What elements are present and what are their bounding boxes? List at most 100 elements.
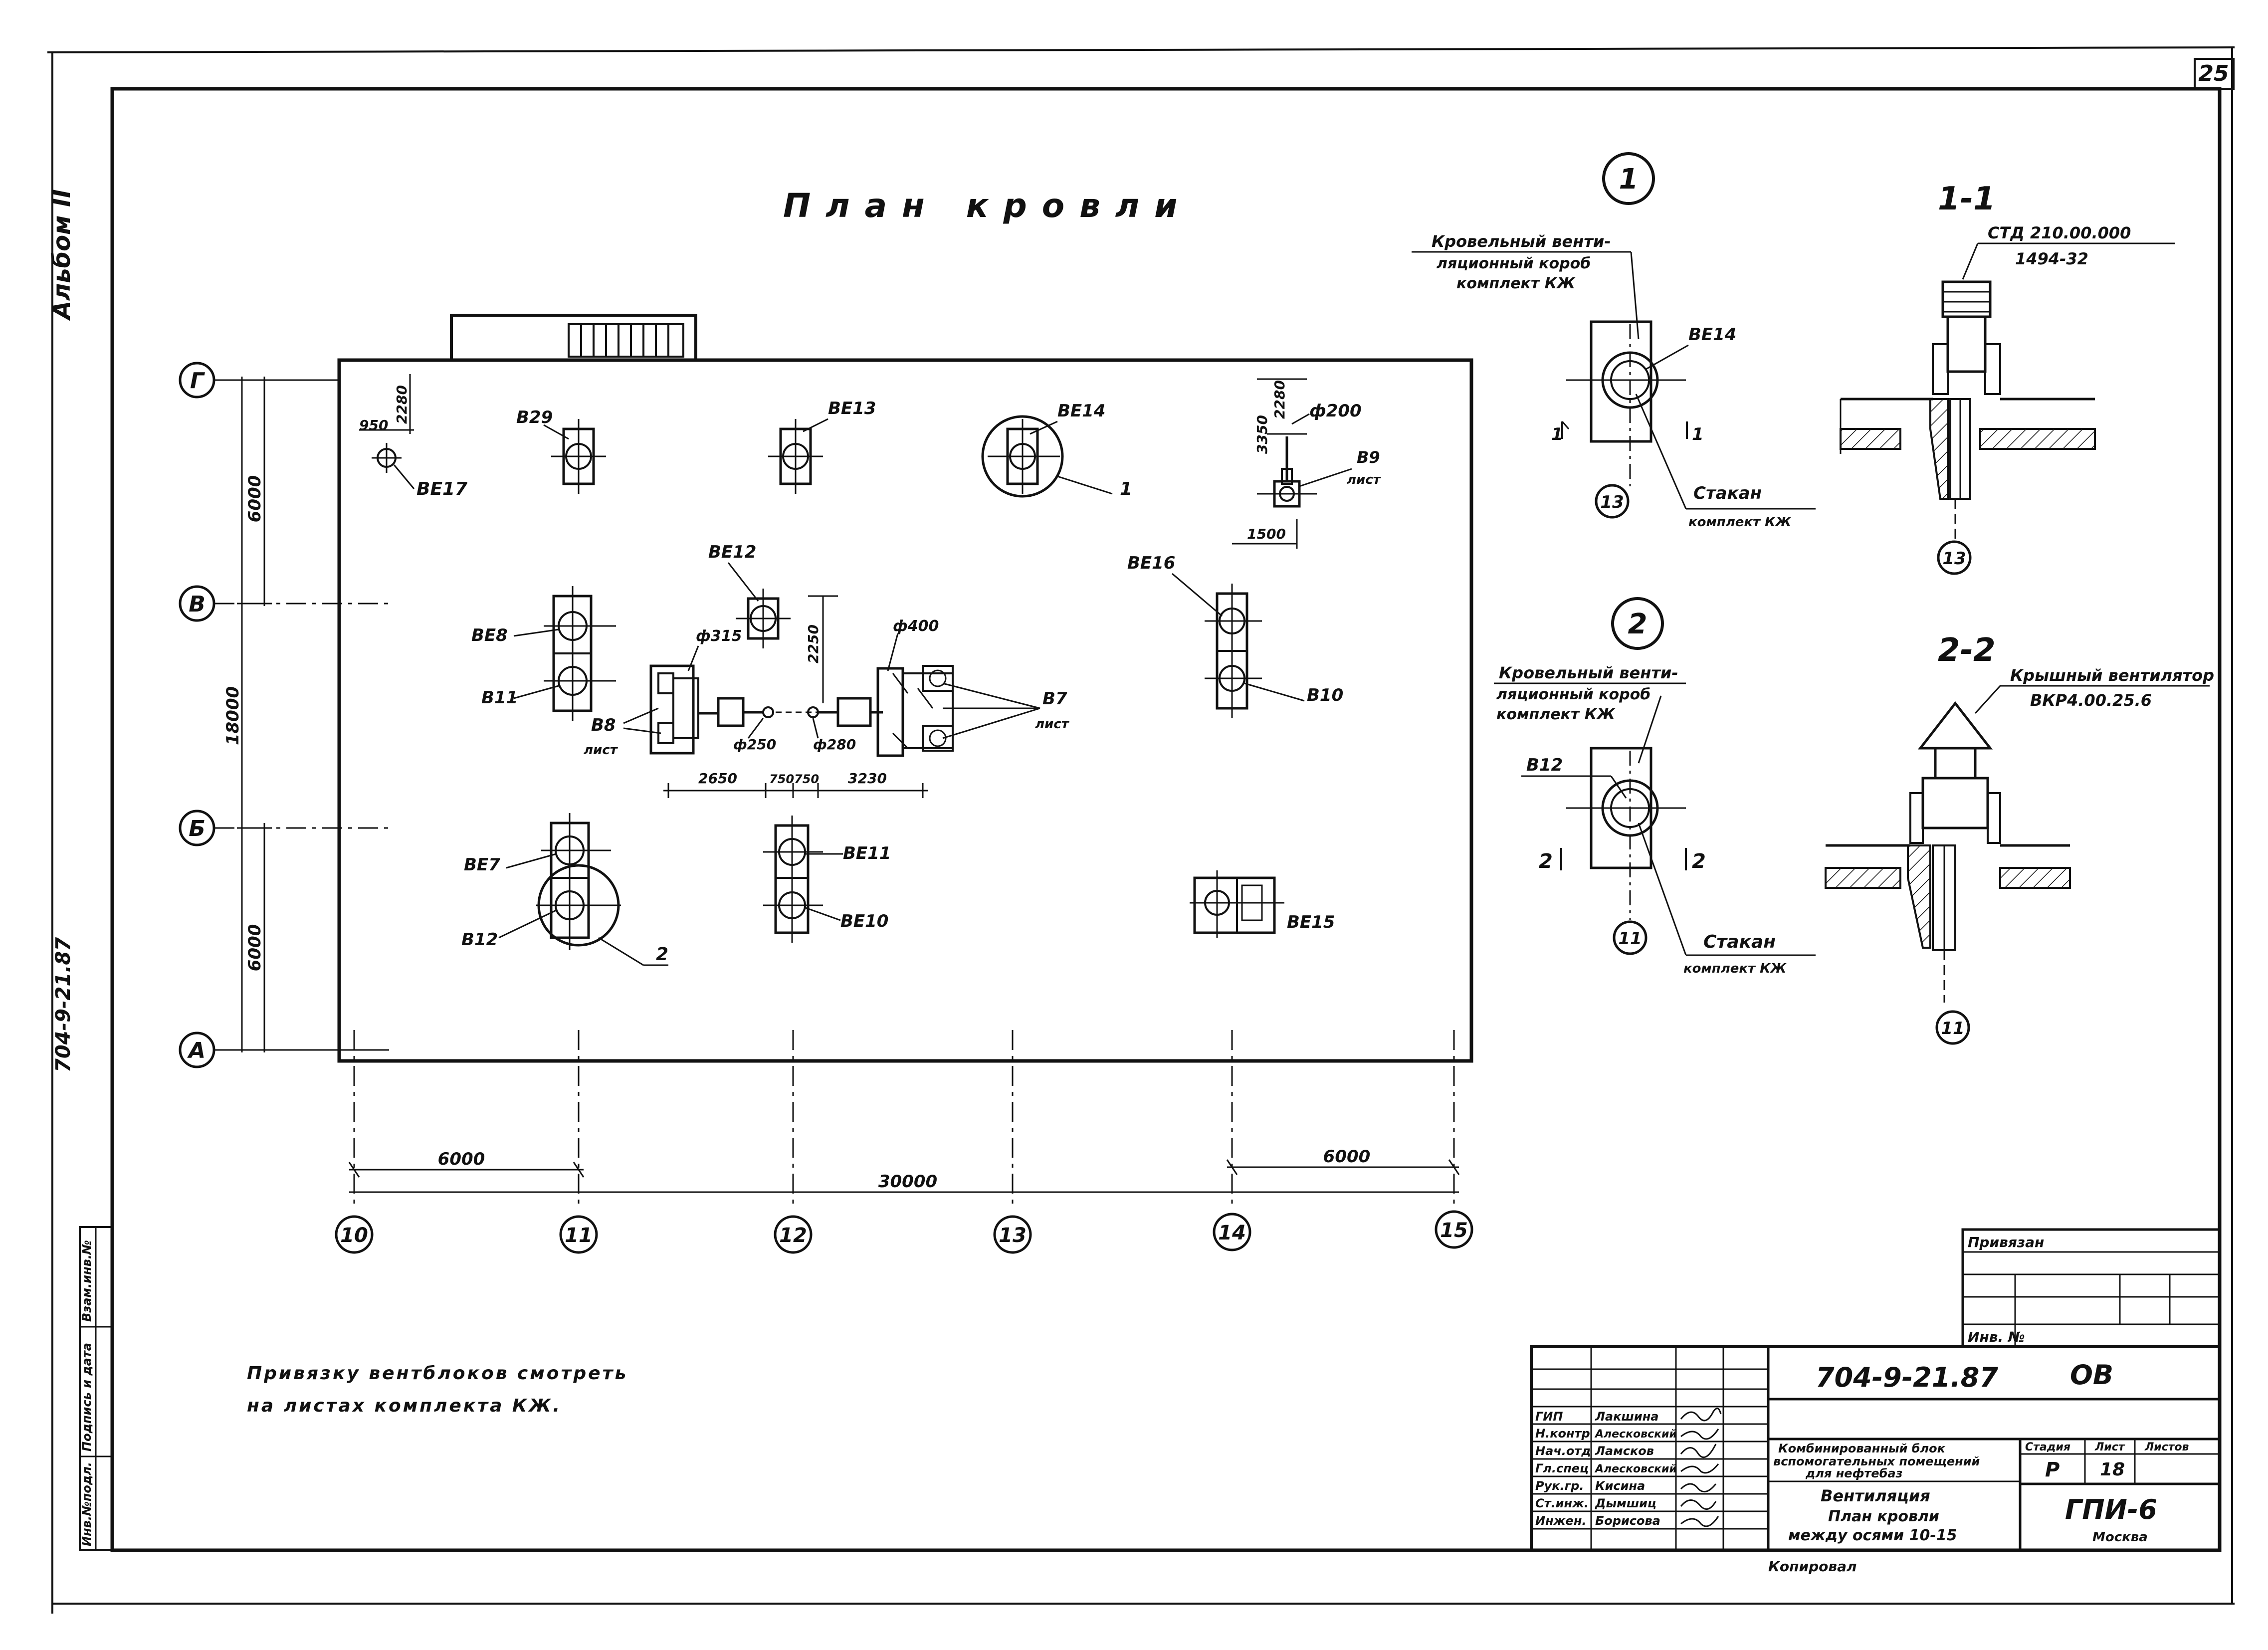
section-1-1-title: 1-1: [1938, 181, 1996, 217]
roof-outline: [337, 358, 1473, 1063]
label-VE8: ВЕ8: [471, 625, 508, 645]
name-5: Кисина: [1595, 1479, 1645, 1493]
label-VE17: ВЕ17: [416, 479, 467, 499]
detail-2-sleeve-line2: комплект КЖ: [1683, 961, 1787, 976]
album-label: Альбом II: [48, 189, 76, 321]
page-number-box: [2194, 58, 2235, 90]
row-axis-V: В: [179, 585, 389, 622]
note-line-2: на листах комплекта КЖ.: [247, 1396, 562, 1416]
label-VE16: ВЕ16: [1127, 553, 1175, 573]
label-VE12: ВЕ12: [708, 542, 756, 562]
callout-2: 2: [656, 944, 668, 965]
dim-2250: 2250: [805, 624, 822, 663]
detail-1-marker: 1: [1619, 163, 1639, 196]
note-line-1: Привязку вентблоков смотреть: [247, 1363, 628, 1384]
trim-line-top: [47, 46, 2235, 53]
label-d280: ф280: [813, 736, 856, 753]
object-line-1: Комбинированный блок: [1778, 1442, 1946, 1455]
detail-1: 1 Кровельный венти- ляционный короб комп…: [1412, 152, 1816, 530]
label-V12: В12: [461, 930, 498, 950]
unit-VE17: 950 2280 ВЕ17: [359, 374, 467, 499]
detail-1-sleeve-line2: комплект КЖ: [1688, 515, 1792, 530]
label-V29: В29: [516, 408, 553, 427]
name-4: Алесковский: [1594, 1463, 1677, 1475]
name-6: Дымшиц: [1595, 1496, 1656, 1510]
side-stamp: Инв.№подл. Подпись и дата Взам.инв.№: [79, 1226, 113, 1551]
title-doc-code: 704-9-21.87: [1816, 1362, 1998, 1393]
row-axis-V-label: В: [189, 592, 206, 617]
label-V9-sheet: лист: [1347, 472, 1382, 487]
role-nach-otd: Нач.отд: [1535, 1444, 1591, 1458]
col-axis-13: 13: [993, 1030, 1032, 1254]
label-V8-sheet: лист: [584, 743, 619, 758]
detail-1-box-line1: Кровельный венти-: [1432, 232, 1611, 251]
col-axis-15: 15: [1435, 1030, 1473, 1249]
col-axis-13-label: 13: [999, 1224, 1027, 1247]
callout-1: 1: [1120, 479, 1132, 499]
label-d250: ф250: [733, 736, 776, 753]
dim-3230: 3230: [848, 770, 887, 787]
stage-label: Стадия: [2025, 1441, 2070, 1453]
label-V8: В8: [591, 715, 616, 735]
detail-1-section-left: 1: [1551, 424, 1563, 444]
object-line-2: вспомогательных помещений: [1773, 1454, 1980, 1468]
dim-3350: 3350: [1254, 415, 1270, 454]
detail-2-marker: 2: [1628, 608, 1648, 640]
col-axis-10: 10: [335, 1030, 374, 1254]
detail-1-section-right: 1: [1692, 424, 1704, 444]
unit-VE7-V12: ВЕ7 В12 2: [461, 813, 668, 966]
col-axis-10-label: 10: [340, 1224, 368, 1247]
side-project-code: 704-9-21.87: [52, 937, 75, 1072]
copied-label: Копировал: [1768, 1558, 1857, 1575]
detail-2-unit: В12: [1526, 755, 1563, 775]
label-VE7: ВЕ7: [464, 855, 500, 875]
org-name: ГПИ-6: [2065, 1494, 2157, 1525]
unit-VE8-V11: ВЕ8 В11: [471, 586, 616, 721]
dim-750-a: 750: [769, 772, 794, 786]
unit-VE15: ВЕ15: [1190, 870, 1335, 938]
section-1-1-ref-1: СТД 210.00.000: [1988, 223, 2131, 242]
col-axis-15-label: 15: [1440, 1219, 1468, 1242]
row-axis-G: Г: [179, 362, 339, 399]
title-inv-no: Инв. №: [1968, 1329, 2025, 1345]
col-axis-12: 12: [774, 1030, 813, 1254]
unit-VE13: ВЕ13: [768, 399, 876, 494]
title-block: Привязан Инв. № ГИП Н.контр Нач.отд Гл.с…: [1530, 1228, 2221, 1552]
sheet-number: 18: [2100, 1459, 2125, 1480]
section-2-2-ref-2: ВКР4.00.25.6: [2030, 691, 2152, 710]
detail-2-axis: 11: [1618, 929, 1642, 949]
duct-assembly: ф315 ф400 ф250 ф280 В8 лист В7 лист 2650…: [584, 618, 1070, 798]
page-number: 25: [2198, 61, 2229, 86]
sheet-label: Лист: [2094, 1441, 2125, 1453]
dim-750-b: 750: [794, 772, 819, 786]
label-V11: В11: [481, 688, 518, 708]
detail-2: 2 Кровельный венти- ляционный короб комп…: [1494, 597, 1816, 976]
detail-2-box-line3: комплект КЖ: [1496, 706, 1616, 723]
col-axis-14: 14: [1213, 1030, 1251, 1251]
label-V10-right: В10: [1307, 685, 1343, 705]
row-axis-B-label: Б: [189, 816, 206, 841]
col-axis-14-label: 14: [1218, 1222, 1246, 1244]
dim-v-18000: 18000: [223, 686, 243, 745]
section-2-2-axis: 11: [1941, 1019, 1964, 1038]
detail-2-box-line1: Кровельный венти-: [1499, 663, 1678, 682]
drawing-frame: [110, 87, 2222, 1552]
detail-1-box-line3: комплект КЖ: [1456, 275, 1576, 292]
detail-2-section-right: 2: [1692, 850, 1706, 873]
role-inzh: Инжен.: [1535, 1514, 1587, 1528]
dim-h-30000: 30000: [878, 1172, 937, 1192]
sheets-label: Листов: [2144, 1441, 2189, 1453]
unit-V9: 3350 2280 ф200 В9 лист 1500: [1232, 378, 1382, 549]
col-axis-11-label: 11: [565, 1224, 593, 1247]
section-1-1-ref-2: 1494-32: [2015, 249, 2088, 268]
label-VE11: ВЕ11: [843, 843, 891, 863]
section-2-2-ref-1: Крышный вентилятор: [2010, 666, 2214, 685]
label-d315: ф315: [696, 627, 742, 645]
name-3: Ламсков: [1595, 1444, 1654, 1458]
stage-value: Р: [2045, 1458, 2060, 1481]
row-axis-A-label: А: [187, 1038, 206, 1063]
title-privyazan: Привязан: [1968, 1234, 2044, 1250]
label-V7: В7: [1042, 689, 1067, 709]
row-axis-B: Б: [179, 810, 389, 846]
